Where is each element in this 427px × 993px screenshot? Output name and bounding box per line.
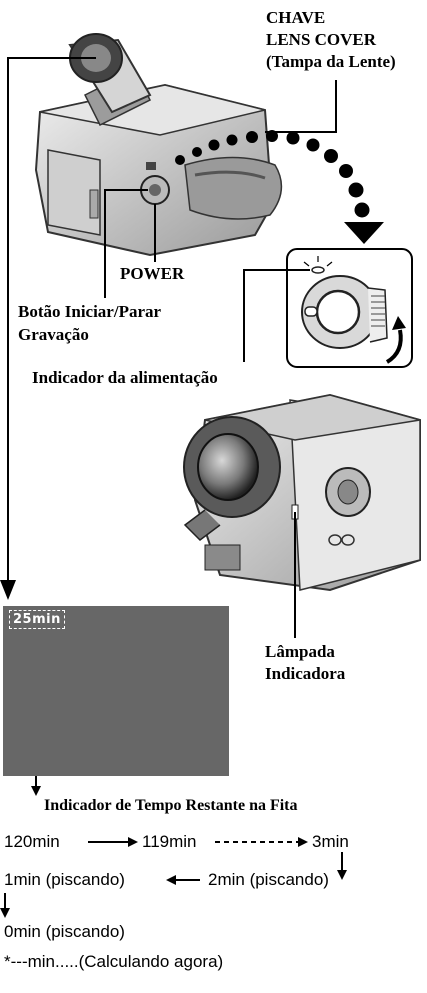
lamp-label-line2: Indicadora: [265, 664, 346, 683]
step-2min: 2min (piscando): [208, 870, 329, 889]
lens-cover-label-line2: LENS COVER: [266, 30, 377, 49]
power-dial-detail: [286, 248, 413, 368]
camcorder-front-view: [183, 393, 421, 592]
power-label: POWER: [120, 264, 185, 283]
dotted-arrow: [175, 130, 384, 244]
step-119min: 119min: [142, 832, 197, 851]
arrowheads: [0, 580, 347, 918]
step-0min: 0min (piscando): [4, 922, 125, 941]
tape-remaining-heading: Indicador de Tempo Restante na Fita: [44, 797, 298, 814]
step-3min: 3min: [312, 832, 349, 851]
lens-cover-label-line1: CHAVE: [266, 8, 326, 27]
camcorder-rear-view: [34, 33, 283, 257]
lens-cover-label-line3: (Tampa da Lente): [266, 52, 396, 71]
remaining-time-display: 25min: [9, 610, 65, 629]
record-button-label-line2: Gravação: [18, 325, 89, 344]
step-120min: 120min: [4, 832, 60, 851]
calculating-note: *---min.....(Calculando agora): [4, 952, 224, 971]
power-indicator-label: Indicador da alimentação: [32, 368, 218, 387]
record-button-label-line1: Botão Iniciar/Parar: [18, 302, 162, 321]
lamp-label-line1: Lâmpada: [265, 642, 335, 661]
step-1min: 1min (piscando): [4, 870, 125, 889]
viewfinder-screen: 25min: [3, 606, 229, 776]
